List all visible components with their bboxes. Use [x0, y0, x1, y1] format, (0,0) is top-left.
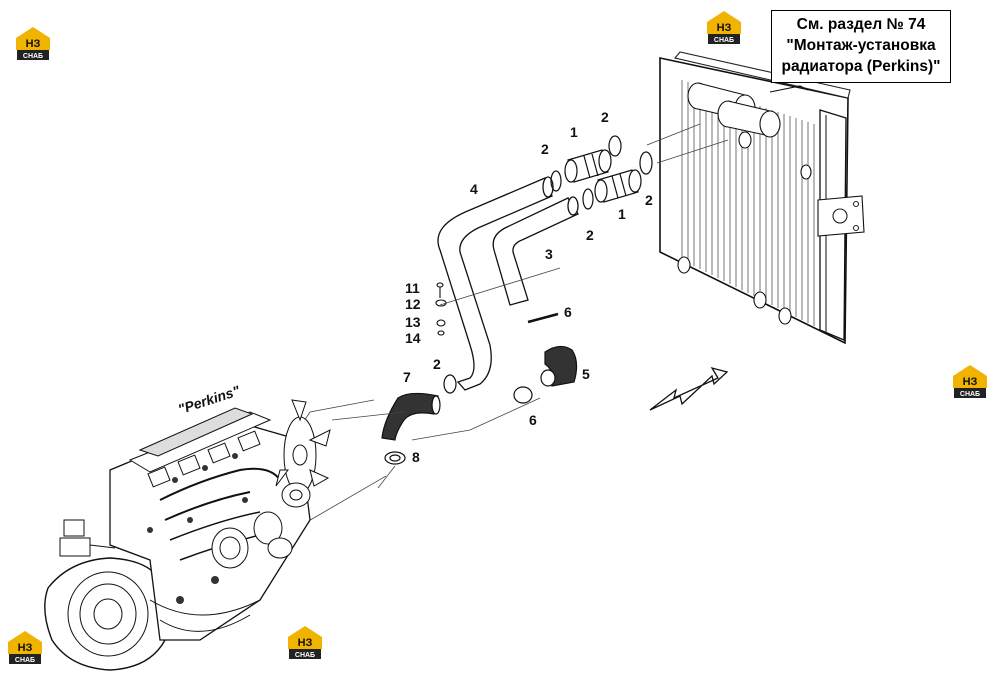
callout-6-upper: 6: [564, 304, 572, 320]
callout-14: 14: [405, 330, 421, 346]
callout-3: 3: [545, 246, 553, 262]
callout-8: 8: [412, 449, 420, 465]
callout-13: 13: [405, 314, 421, 330]
svg-text:СНАБ: СНАБ: [295, 652, 315, 659]
callout-2-lower-left: 2: [586, 227, 594, 243]
callout-2-upper-right: 2: [601, 109, 609, 125]
svg-text:СНАБ: СНАБ: [960, 391, 980, 398]
radiator: [659, 51, 865, 345]
watermark-logo: НЗ СНАБ: [951, 364, 989, 400]
callout-1-upper: 1: [570, 124, 578, 140]
hose-clamps-2: [443, 135, 653, 394]
callout-4: 4: [470, 181, 478, 197]
silicone-hose-1-lower: [594, 169, 642, 203]
svg-text:СНАБ: СНАБ: [23, 53, 43, 60]
gasket-8: [384, 451, 406, 465]
svg-text:НЗ: НЗ: [298, 637, 313, 649]
reference-line-2: "Монтаж-установка: [786, 37, 936, 54]
silicone-hose-5: [540, 345, 578, 387]
svg-text:НЗ: НЗ: [18, 642, 33, 654]
silicone-hose-7: [381, 392, 441, 441]
callout-2-lower-right: 2: [645, 192, 653, 208]
watermark-logo: НЗ СНАБ: [14, 26, 52, 62]
callout-11: 11: [405, 280, 420, 296]
callout-2-upper-left: 2: [541, 141, 549, 157]
svg-text:НЗ: НЗ: [26, 38, 41, 50]
callout-1-lower: 1: [618, 206, 626, 222]
svg-text:СНАБ: СНАБ: [15, 657, 35, 664]
svg-text:НЗ: НЗ: [717, 22, 732, 34]
reference-line-3: радиатора (Perkins)": [781, 58, 941, 75]
callout-2-hose7: 2: [433, 356, 441, 372]
engine: [44, 399, 331, 671]
reference-line-1: См. раздел № 74: [796, 16, 926, 33]
section-reference-note: См. раздел № 74 "Монтаж-установка радиат…: [771, 10, 951, 83]
fasteners-11-14: [435, 282, 447, 336]
watermark-logo: НЗ СНАБ: [286, 625, 324, 661]
hose-clamps-6: [513, 312, 559, 404]
callout-6-lower: 6: [529, 412, 537, 428]
svg-text:НЗ: НЗ: [963, 376, 978, 388]
callout-5: 5: [582, 366, 590, 382]
svg-text:СНАБ: СНАБ: [714, 37, 734, 44]
silicone-hose-1-upper: [564, 149, 612, 183]
callout-12: 12: [405, 296, 421, 312]
watermark-logo: НЗ СНАБ: [6, 630, 44, 666]
watermark-logo: НЗ СНАБ: [705, 10, 743, 46]
callout-7: 7: [403, 369, 411, 385]
airflow-arrow: [649, 366, 729, 411]
charge-air-pipe-4: [437, 176, 554, 391]
charge-air-pipe-3: [492, 196, 579, 306]
